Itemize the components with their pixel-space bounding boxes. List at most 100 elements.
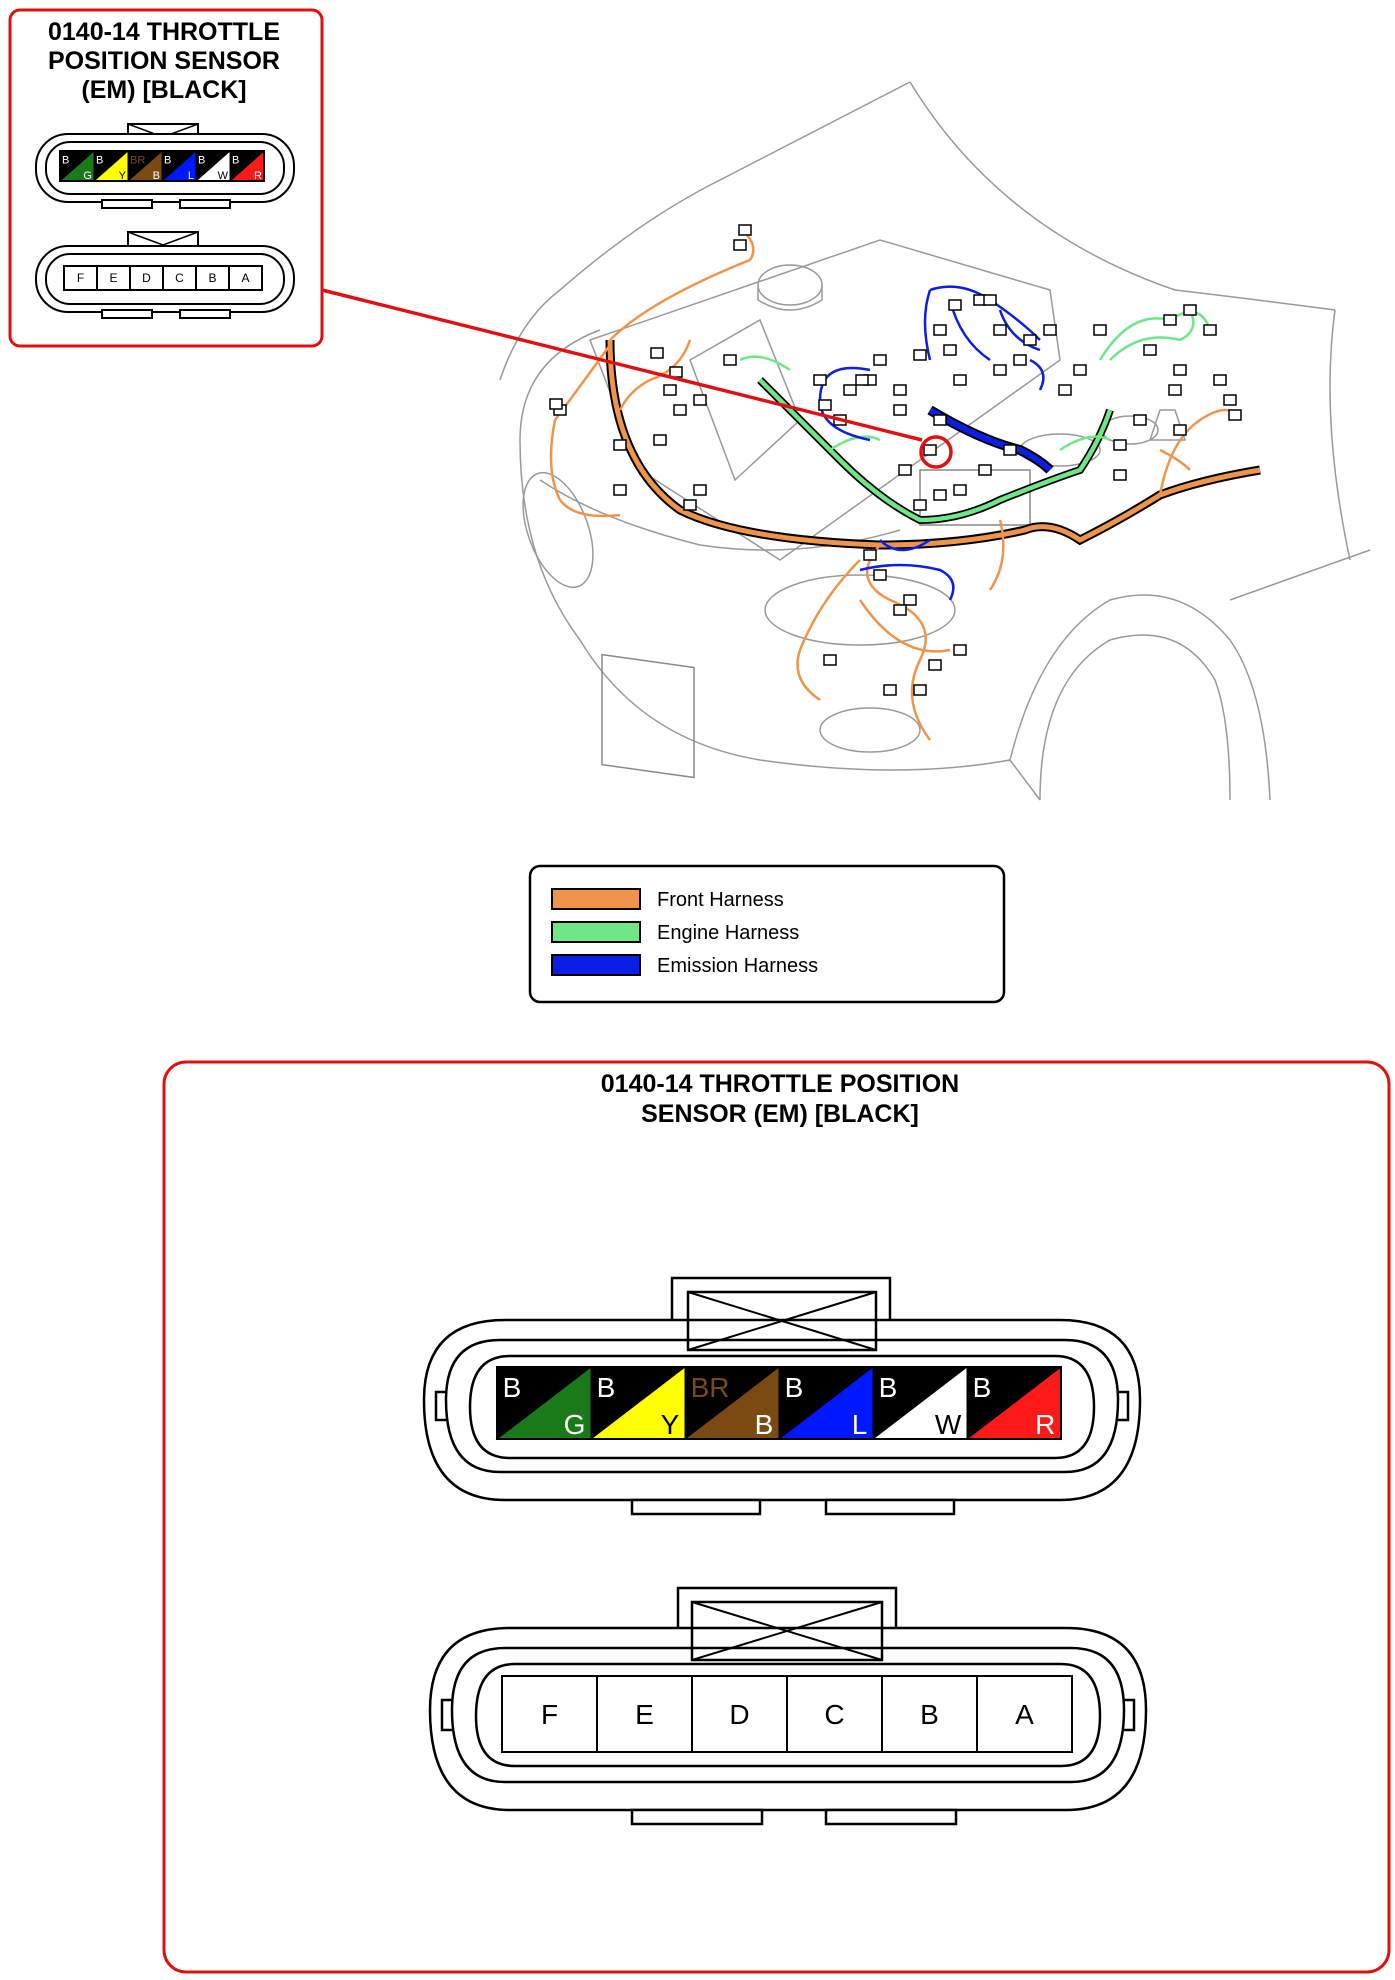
small-pin-label: F (77, 271, 84, 285)
large-pin-a: A (976, 1675, 1073, 1753)
harness-connector (1143, 344, 1157, 356)
small-pin-f: F (63, 265, 98, 291)
large-pin-label: A (1015, 1699, 1034, 1730)
harness-connector (1213, 374, 1227, 386)
small-connector-callout: 0140-14 THROTTLE POSITION SENSOR (EM) [B… (8, 8, 324, 348)
harness-connector (1133, 414, 1147, 426)
front-harness (549, 227, 1261, 741)
harness-connector (993, 364, 1007, 376)
harness-connector (683, 499, 697, 511)
small-title-line-1: 0140-14 THROTTLE (48, 18, 280, 46)
harness-connector (898, 464, 912, 476)
harness-connector (863, 549, 877, 561)
large-pin-label: C (824, 1699, 844, 1730)
harness-connector (733, 239, 747, 251)
harness-connector (1013, 354, 1027, 366)
harness-connector (933, 489, 947, 501)
harness-connector (1173, 424, 1187, 436)
harness-connector (883, 684, 897, 696)
large-wire-top-label: B (785, 1372, 804, 1403)
small-wire-top-label: BR (130, 155, 145, 167)
small-pin-d: D (129, 265, 164, 291)
large-title-line-2: SENSOR (EM) [BLACK] (641, 1100, 919, 1128)
small-wire-cell: BY (92, 149, 129, 182)
small-wire-top-label: B (96, 155, 103, 167)
harness-connector (653, 434, 667, 446)
harness-connector (1203, 324, 1217, 336)
harness-connector (693, 394, 707, 406)
large-pin-b: B (881, 1675, 978, 1753)
harness-connector (1163, 314, 1177, 326)
large-pin-d: D (691, 1675, 788, 1753)
harness-connector (1223, 394, 1237, 406)
harness-connector (993, 324, 1007, 336)
harness-connector (983, 294, 997, 306)
small-wire-top-label: B (164, 155, 171, 167)
large-wire-bottom-label: W (935, 1409, 962, 1440)
harness-connector (1113, 469, 1127, 481)
large-pin-label: B (920, 1699, 939, 1730)
small-wire-cell: BW (194, 149, 231, 182)
harness-connector (669, 366, 683, 378)
small-wire-top-label: B (198, 155, 205, 167)
large-pin-label: E (635, 1699, 654, 1730)
small-pin-label: C (175, 271, 184, 285)
small-pin-label: D (142, 271, 151, 285)
harness-connector (1043, 324, 1057, 336)
large-wire-bottom-label: Y (661, 1409, 680, 1440)
harness-connector (818, 399, 832, 411)
harness-connector (873, 354, 887, 366)
large-wire-cell: BY (589, 1365, 686, 1440)
harness-connector (1058, 384, 1072, 396)
large-pin-e: E (596, 1675, 693, 1753)
harness-connector (813, 374, 827, 386)
small-wire-cell: BG (58, 149, 95, 182)
harness-connector (1173, 364, 1187, 376)
legend-label-front: Front Harness (657, 889, 784, 911)
large-wire-bottom-label: R (1035, 1409, 1055, 1440)
harness-connector (893, 404, 907, 416)
small-pin-label: E (109, 271, 117, 285)
large-wire-top-label: B (503, 1372, 522, 1403)
harness-connector (723, 354, 737, 366)
large-wire-top-label: B (973, 1372, 992, 1403)
small-wire-top-label: B (232, 155, 239, 167)
harness-connectors (549, 224, 1242, 696)
harness-connector (1003, 444, 1017, 456)
large-wire-bottom-label: G (564, 1409, 586, 1440)
harness-connector (923, 444, 937, 456)
harness-connector (913, 499, 927, 511)
harness-connector (843, 384, 857, 396)
small-pin-b: B (195, 265, 230, 291)
large-wire-top-label: B (597, 1372, 616, 1403)
large-wire-cell: BL (777, 1365, 874, 1440)
small-pin-label: A (241, 271, 249, 285)
harness-connector (673, 404, 687, 416)
harness-connector (953, 644, 967, 656)
harness-connector (1168, 384, 1182, 396)
harness-connector (913, 349, 927, 361)
small-wire-top-label: B (62, 155, 69, 167)
harness-connector (913, 684, 927, 696)
harness-connector (1073, 364, 1087, 376)
small-wire-cell: BL (160, 149, 197, 182)
harness-connector (663, 384, 677, 396)
harness-connector (693, 484, 707, 496)
harness-connector (1183, 304, 1197, 316)
harness-connector (613, 439, 627, 451)
legend-label-engine: Engine Harness (657, 922, 799, 944)
large-wire-cell: BW (871, 1365, 968, 1440)
harness-connector (948, 299, 962, 311)
harness-connector (928, 659, 942, 671)
harness-connector (549, 398, 563, 410)
harness-connector (1113, 439, 1127, 451)
harness-legend: Front Harness Engine Harness Emission Ha… (528, 864, 1006, 1004)
legend-label-emission: Emission Harness (657, 955, 818, 977)
legend-swatch-engine (551, 921, 641, 943)
harness-connector (943, 344, 957, 356)
harness-connector (953, 374, 967, 386)
